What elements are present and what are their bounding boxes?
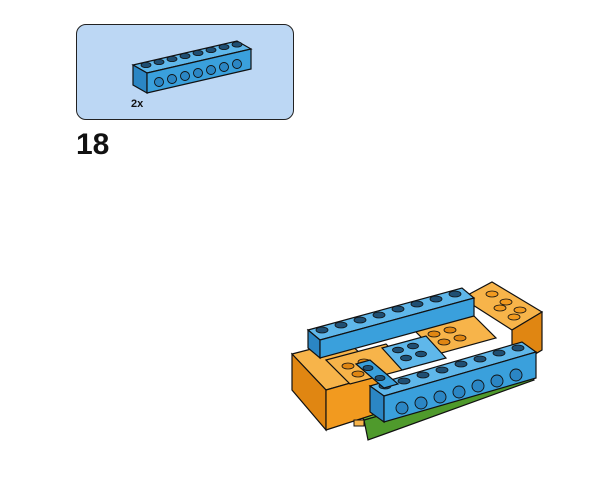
model-assembly-illustration: [290, 281, 544, 441]
part-quantity: 2x: [131, 98, 144, 110]
step-number: 18: [76, 128, 110, 161]
technic-brick-1x8-icon: [131, 40, 253, 95]
blue-back-beam: [306, 287, 476, 360]
blue-cross-beam: [354, 359, 400, 389]
blue-middle-plate: [380, 335, 448, 371]
parts-callout: 2x: [76, 24, 294, 120]
